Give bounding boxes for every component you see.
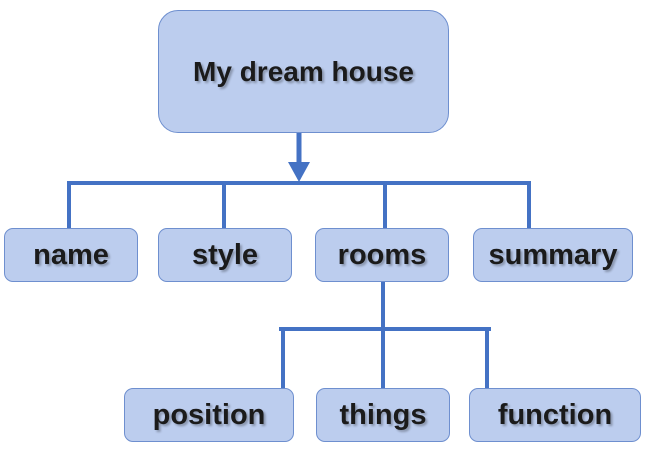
- root-arrow-head: [288, 162, 310, 182]
- node-function: function: [469, 388, 641, 442]
- node-position: position: [124, 388, 294, 442]
- node-style: style: [158, 228, 292, 282]
- node-summary: summary: [473, 228, 633, 282]
- node-name: name: [4, 228, 138, 282]
- node-things: things: [316, 388, 450, 442]
- root-node-my-dream-house: My dream house: [158, 10, 449, 133]
- node-rooms: rooms: [315, 228, 449, 282]
